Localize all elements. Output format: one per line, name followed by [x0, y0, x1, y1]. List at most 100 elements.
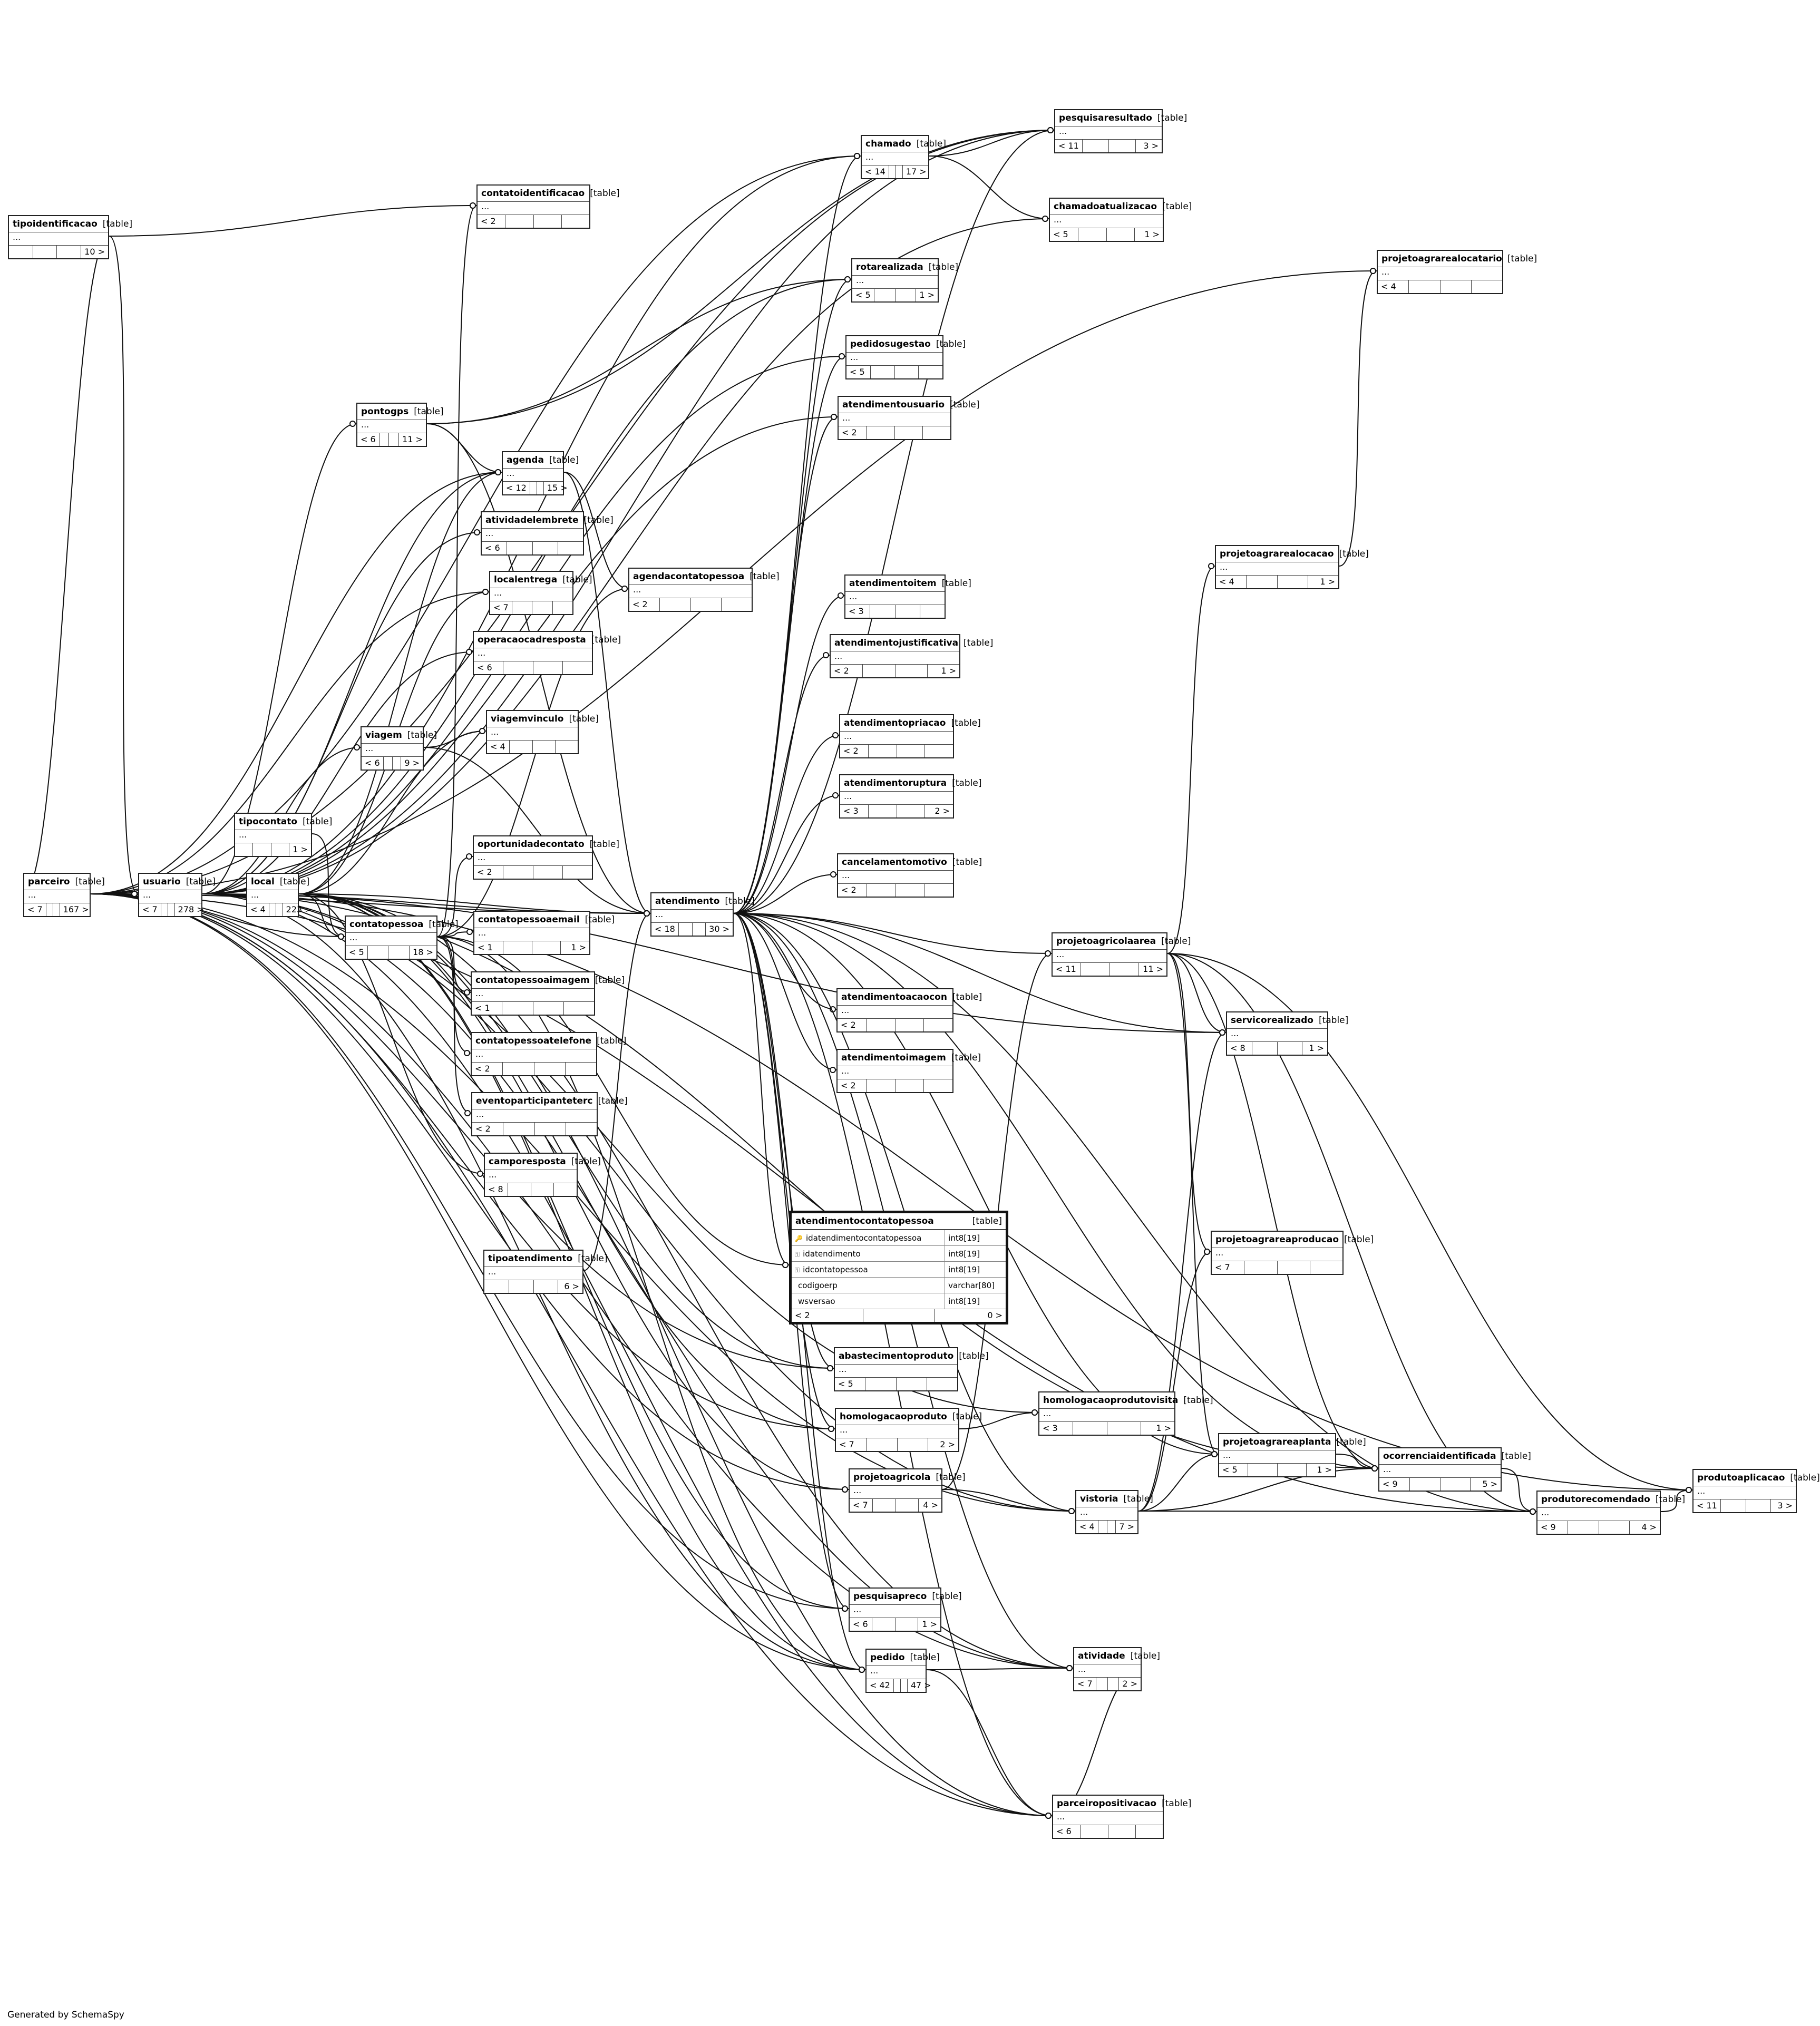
- table-atendimentousuario[interactable]: atendimentousuario[table]...< 2: [838, 396, 979, 440]
- column-placeholder: ...: [846, 353, 942, 366]
- relationship-line: [583, 913, 651, 1271]
- table-camporesposta[interactable]: camporesposta[table]...< 8: [484, 1153, 601, 1197]
- spacer: [53, 903, 60, 916]
- spacer: [867, 1079, 896, 1092]
- spacer: [389, 433, 400, 446]
- table-agendacontatopessoa[interactable]: agendacontatopessoa[table]...< 2: [628, 568, 780, 612]
- relationship-line: [437, 588, 629, 937]
- child-count: 2 >: [1122, 1679, 1137, 1689]
- table-header: projetoagrarealocacao[table]: [1216, 546, 1369, 562]
- table-header: atendimentousuario[table]: [839, 397, 979, 413]
- relationship-line: [733, 913, 1227, 1033]
- spacer: [393, 757, 402, 770]
- column-placeholder: ...: [1379, 1465, 1501, 1478]
- table-kind: [table]: [429, 919, 459, 930]
- table-atendimentopriacao[interactable]: atendimentopriacao[table]...< 2: [839, 714, 981, 758]
- table-footer: < 4: [487, 741, 578, 753]
- relationship-line: [426, 423, 502, 473]
- table-localentrega[interactable]: localentrega[table]...< 7: [489, 571, 592, 615]
- relationship-line: [437, 936, 471, 993]
- spacer: [1746, 1499, 1772, 1512]
- table-parceiropositivacao[interactable]: parceiropositivacao[table]...< 6: [1052, 1795, 1191, 1839]
- relationship-line: [1336, 1454, 1379, 1469]
- relationship-line: [90, 472, 502, 894]
- table-contatopessoaimagem[interactable]: contatopessoaimagem[table]...< 1: [471, 971, 625, 1016]
- table-name: atividadelembrete: [485, 515, 579, 525]
- table-footer: 10 >: [9, 246, 108, 258]
- relationship-line: [733, 595, 845, 914]
- table-kind: [table]: [952, 1411, 982, 1422]
- table-contatopessoatelefone[interactable]: contatopessoatelefone[table]...< 2: [471, 1032, 626, 1076]
- table-atendimentoimagem[interactable]: atendimentoimagem[table]...< 2: [836, 1049, 981, 1093]
- table-kind: [table]: [1130, 1651, 1161, 1661]
- table-name: atendimentocontatopessoa: [795, 1216, 934, 1226]
- table-oportunidadecontato[interactable]: oportunidadecontato[table]...< 2: [473, 835, 619, 880]
- spacer: [368, 946, 389, 959]
- table-atendimentocontatopessoa[interactable]: atendimentocontatopessoa [table] 🔑idaten…: [789, 1211, 1008, 1324]
- table-tipocontato[interactable]: tipocontato[table]...1 >: [234, 813, 332, 857]
- child-count: [556, 741, 578, 753]
- table-contatoidentificacao[interactable]: contatoidentificacao[table]...< 2: [476, 184, 620, 229]
- table-tipoatendimento[interactable]: tipoatendimento[table]...6 >: [483, 1250, 608, 1294]
- child-count: 223 >: [286, 904, 312, 914]
- table-footer: < 3: [845, 605, 945, 618]
- table-tipoidentificacao[interactable]: tipoidentificacao[table]...10 >: [8, 215, 132, 259]
- table-pedidosugestao[interactable]: pedidosugestao[table]...< 5: [845, 335, 966, 379]
- table-footer: < 2: [472, 1123, 597, 1135]
- table-atendimentoitem[interactable]: atendimentoitem[table]...< 3: [844, 574, 971, 619]
- table-header: produtoaplicacao[table]: [1694, 1470, 1820, 1486]
- table-abastecimentoproduto[interactable]: abastecimentoproduto[table]...< 5: [834, 1347, 989, 1391]
- table-cancelamentomotivo[interactable]: cancelamentomotivo[table]...< 2: [837, 853, 982, 898]
- column-placeholder: ...: [472, 989, 594, 1002]
- relationship-line: [563, 472, 629, 589]
- table-projetoagrareaproducao[interactable]: projetoagrareaproducao[table]...< 7: [1211, 1231, 1374, 1275]
- relationship-line: [733, 735, 840, 914]
- spacer: [869, 745, 897, 757]
- table-eventoparticipanteterc[interactable]: eventoparticipanteterc[table]...< 2: [471, 1092, 628, 1136]
- table-header: projetoagricola[table]: [850, 1469, 966, 1486]
- table-header: atividade[table]: [1074, 1648, 1160, 1664]
- table-projetoagrarealocatario[interactable]: projetoagrarealocatario[table]...< 4: [1377, 250, 1537, 294]
- table-operacaocadresposta[interactable]: operacaocadresposta[table]...< 6: [473, 631, 621, 675]
- table-atendimentoacaocon[interactable]: atendimentoacaocon[table]...< 2: [836, 988, 982, 1033]
- table-atividadelembrete[interactable]: atividadelembrete[table]...< 6: [481, 511, 614, 556]
- parent-count: < 2: [478, 215, 506, 228]
- table-kind: [table]: [725, 896, 755, 907]
- child-count: [1310, 1261, 1342, 1274]
- child-count: [563, 866, 592, 879]
- table-viagemvinculo[interactable]: viagemvinculo[table]...< 4: [486, 710, 599, 754]
- table-name: pedido: [870, 1652, 905, 1663]
- relationship-end-marker: [1042, 216, 1048, 222]
